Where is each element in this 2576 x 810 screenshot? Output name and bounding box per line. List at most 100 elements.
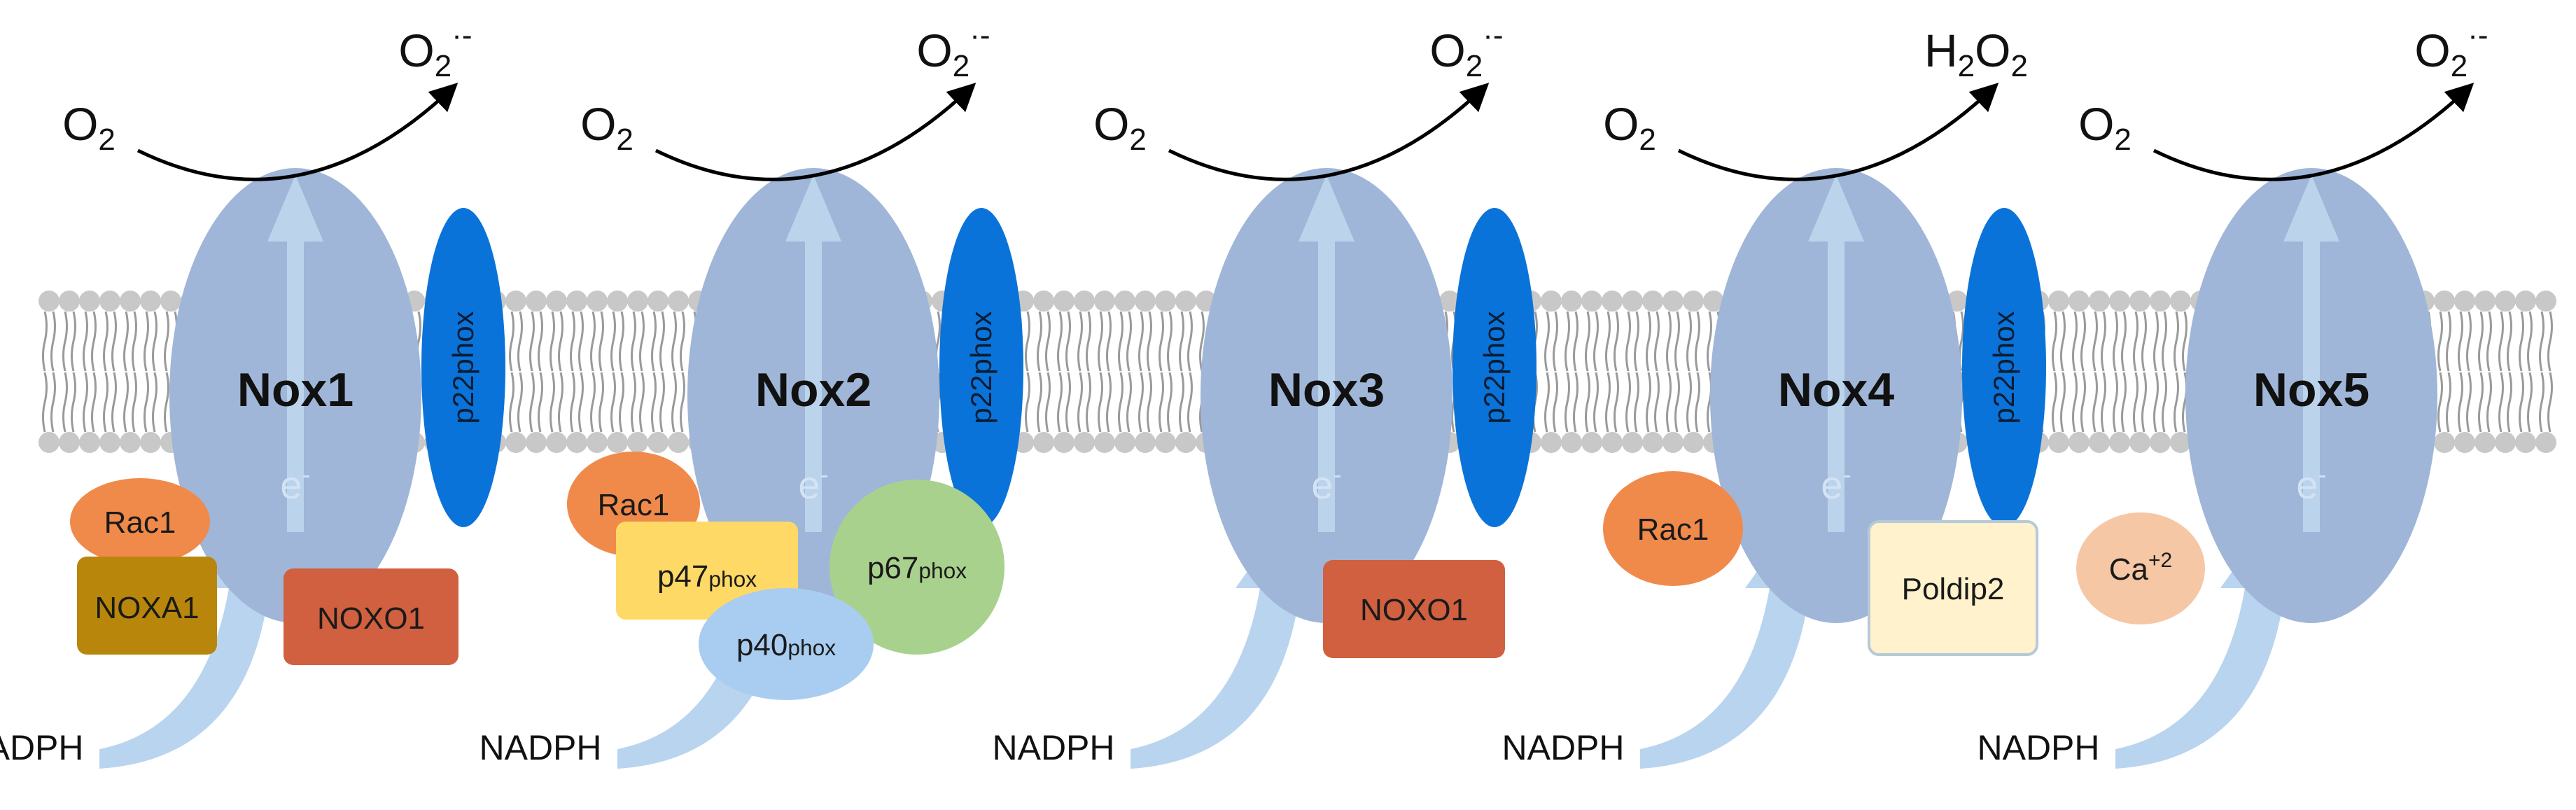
lipid-tail bbox=[1098, 311, 1103, 372]
lipid-tail bbox=[2486, 372, 2492, 433]
lipid-tail bbox=[1065, 311, 1071, 372]
subunit-p40-label: p40phox bbox=[736, 628, 836, 662]
lipid-tail bbox=[1666, 372, 1672, 433]
electron-transfer-arrow bbox=[267, 175, 323, 532]
lipid-tail bbox=[83, 311, 88, 372]
lipid-tail bbox=[1585, 311, 1590, 372]
lipid-tail bbox=[1625, 311, 1631, 372]
lipid-head bbox=[526, 291, 547, 312]
lipid-tail bbox=[1167, 311, 1172, 372]
lipid-tail bbox=[1654, 311, 1660, 372]
lipid-tail bbox=[610, 372, 616, 433]
nox-label: Nox4 bbox=[1778, 363, 1894, 417]
lipid-tail bbox=[2121, 311, 2127, 372]
lipid-tail bbox=[1158, 311, 1164, 372]
lipid-tail bbox=[2092, 311, 2098, 372]
lipid-tail bbox=[671, 372, 677, 433]
lipid-tail bbox=[1158, 372, 1164, 433]
lipid-tail bbox=[570, 311, 575, 372]
lipid-head bbox=[1175, 432, 1196, 453]
lipid-tail bbox=[598, 311, 604, 372]
lipid-tail bbox=[1086, 372, 1091, 433]
p22phox-shape bbox=[1962, 208, 2046, 527]
lipid-head bbox=[2068, 291, 2090, 312]
lipid-tail bbox=[517, 311, 523, 372]
electron-transfer-arrow bbox=[1298, 175, 1354, 532]
lipid-head bbox=[1683, 291, 1704, 312]
lipid-head bbox=[1074, 432, 1095, 453]
lipid-head bbox=[2515, 432, 2536, 453]
lipid-head bbox=[627, 291, 648, 312]
lipid-tail bbox=[2174, 311, 2179, 372]
electron-label: e- bbox=[1311, 460, 1341, 507]
lipid-tail bbox=[1077, 311, 1083, 372]
lipid-tail bbox=[1126, 311, 1132, 372]
lipid-tail bbox=[2052, 311, 2057, 372]
lipid-head bbox=[1662, 291, 1684, 312]
lipid-tail bbox=[2153, 372, 2159, 433]
lipid-tail bbox=[639, 311, 645, 372]
lipid-head bbox=[2434, 432, 2455, 453]
subunit-ca-shape bbox=[2076, 512, 2205, 624]
lipid-tail bbox=[2458, 311, 2463, 372]
lipid-tail bbox=[1077, 372, 1083, 433]
lipid-head bbox=[2474, 291, 2496, 312]
subunit-rac1-shape bbox=[70, 478, 210, 565]
lipid-head bbox=[160, 291, 181, 312]
lipid-tail bbox=[2507, 311, 2512, 372]
lipid-tail bbox=[2478, 311, 2484, 372]
lipid-head bbox=[38, 291, 59, 312]
lipid-tail bbox=[103, 372, 108, 433]
lipid-head bbox=[587, 291, 608, 312]
lipid-tail bbox=[2162, 372, 2167, 433]
lipid-head bbox=[1561, 291, 1582, 312]
nadph-label: NADPH bbox=[479, 728, 601, 767]
lipid-tail bbox=[1057, 372, 1063, 433]
lipid-tail bbox=[71, 372, 76, 433]
lipid-tail bbox=[590, 372, 596, 433]
lipid-tail bbox=[659, 372, 665, 433]
lipid-head bbox=[79, 291, 100, 312]
lipid-head bbox=[1662, 432, 1684, 453]
lipid-tail bbox=[2174, 372, 2179, 433]
lipid-tail bbox=[550, 372, 555, 433]
lipid-tail bbox=[1118, 311, 1124, 372]
lipid-head bbox=[2048, 432, 2069, 453]
lipid-tail bbox=[2133, 372, 2138, 433]
electron-label: e- bbox=[798, 460, 828, 507]
lipid-head bbox=[1054, 291, 1074, 312]
lipid-tail bbox=[639, 372, 645, 433]
lipid-tail bbox=[123, 372, 129, 433]
lipid-tail bbox=[1138, 311, 1144, 372]
lipid-tail bbox=[164, 372, 169, 433]
lipid-tail bbox=[529, 311, 535, 372]
lipid-tail bbox=[2060, 311, 2066, 372]
lipid-head bbox=[2434, 291, 2455, 312]
nadph-label: NADPH bbox=[1977, 728, 2099, 767]
lipid-tail bbox=[651, 372, 657, 433]
lipid-tail bbox=[2527, 311, 2533, 372]
lipid-tail bbox=[1666, 311, 1672, 372]
lipid-head bbox=[1135, 291, 1156, 312]
lipid-head bbox=[1094, 432, 1115, 453]
nox-label: Nox5 bbox=[2253, 363, 2370, 417]
lipid-head bbox=[546, 291, 567, 312]
lipid-head bbox=[1033, 432, 1054, 453]
lipid-head bbox=[2150, 291, 2171, 312]
lipid-head bbox=[1135, 432, 1156, 453]
substrate-label: O2 bbox=[1093, 98, 1147, 157]
lipid-tail bbox=[2080, 311, 2086, 372]
lipid-head bbox=[2495, 432, 2516, 453]
subunit-poldip2-shape bbox=[1868, 520, 2038, 656]
subunit-noxa1-shape bbox=[77, 557, 217, 655]
lipid-tail bbox=[1138, 372, 1144, 433]
lipid-tail bbox=[550, 311, 555, 372]
lipid-tail bbox=[680, 372, 685, 433]
lipid-head bbox=[1581, 432, 1602, 453]
lipid-tail bbox=[529, 372, 535, 433]
p22phox-shape bbox=[939, 208, 1023, 527]
lipid-tail bbox=[111, 311, 117, 372]
subunit-noxo1-label: NOXO1 bbox=[1360, 593, 1468, 627]
